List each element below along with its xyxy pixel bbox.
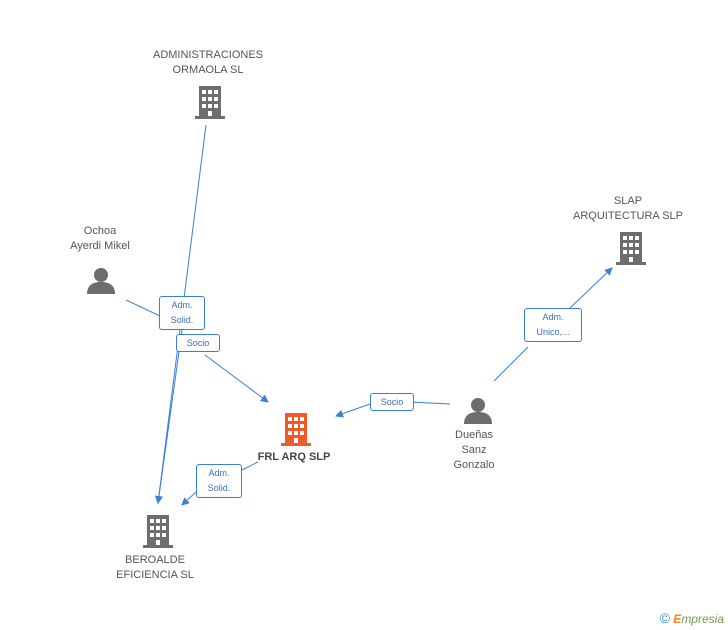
node-beroalde-label[interactable]: BEROALDE EFICIENCIA SL xyxy=(100,553,210,583)
person-icon xyxy=(464,398,492,424)
empresia-logo[interactable]: © Empresia xyxy=(660,610,724,626)
edge-duenas-frl xyxy=(409,401,451,405)
edge-ochoa-beroalde xyxy=(154,329,183,504)
edge-label-line: Socio xyxy=(186,338,210,348)
edge-label-socio[interactable]: Socio xyxy=(176,334,220,352)
edge-label-line: Socio xyxy=(380,397,404,407)
edge-label-line: Unico,... xyxy=(536,327,570,337)
node-administraciones-label[interactable]: ADMINISTRACIONES ORMAOLA SL xyxy=(140,48,276,78)
building-icon xyxy=(281,413,311,446)
node-label-line: BEROALDE xyxy=(125,554,185,566)
node-label-line: Dueñas xyxy=(455,429,493,441)
edge-frl-beroalde xyxy=(241,461,259,471)
node-duenas-label[interactable]: Dueñas Sanz Gonzalo xyxy=(434,428,514,473)
brand-name: mpresia xyxy=(681,612,724,626)
node-label-line: Gonzalo xyxy=(453,459,495,471)
edge-duenas-slap xyxy=(493,346,529,382)
node-label-line: EFICIENCIA SL xyxy=(116,569,194,581)
node-label-line: ARQUITECTURA SLP xyxy=(572,210,684,222)
edge-ochoa-frl xyxy=(125,299,161,317)
edge-label-line: Adm. xyxy=(208,468,230,478)
brand-initial: E xyxy=(673,612,682,626)
edge-duenas-slap-2 xyxy=(569,267,613,309)
edge-frl-beroalde-2 xyxy=(181,491,197,506)
edge-label-adm-unico[interactable]: Adm. Unico,... xyxy=(524,308,582,342)
node-label-line: ADMINISTRACIONES xyxy=(152,49,263,61)
node-frl-label[interactable]: FRL ARQ SLP xyxy=(244,450,344,465)
person-icon xyxy=(87,268,115,294)
node-slap-label[interactable]: SLAP ARQUITECTURA SLP xyxy=(566,194,690,224)
edge-label-adm-solid[interactable]: Adm. Solid. xyxy=(196,464,242,498)
edge-label-line: Solid. xyxy=(170,315,194,325)
node-label-line: Ayerdi Mikel xyxy=(70,240,130,252)
node-label-line: ORMAOLA SL xyxy=(172,64,244,76)
edge-label-socio[interactable]: Socio xyxy=(370,393,414,411)
edge-label-line: Adm. xyxy=(542,312,564,322)
edge-label-adm-solid[interactable]: Adm. Solid. xyxy=(159,296,205,330)
edge-label-line: Solid. xyxy=(207,483,231,493)
node-ochoa-label[interactable]: Ochoa Ayerdi Mikel xyxy=(50,224,150,254)
node-label-line: SLAP xyxy=(613,195,643,207)
edge-label-line: Adm. xyxy=(171,300,193,310)
edge-duenas-frl-2 xyxy=(335,403,371,418)
building-icon xyxy=(143,515,173,548)
copyright-symbol: © xyxy=(659,610,670,626)
edge-ochoa-frl-2 xyxy=(204,354,269,403)
node-label-line: Ochoa xyxy=(83,225,117,237)
node-label-line: Sanz xyxy=(461,444,487,456)
node-label-line: FRL ARQ SLP xyxy=(257,451,331,463)
building-icon xyxy=(616,232,646,265)
building-icon xyxy=(195,86,225,119)
